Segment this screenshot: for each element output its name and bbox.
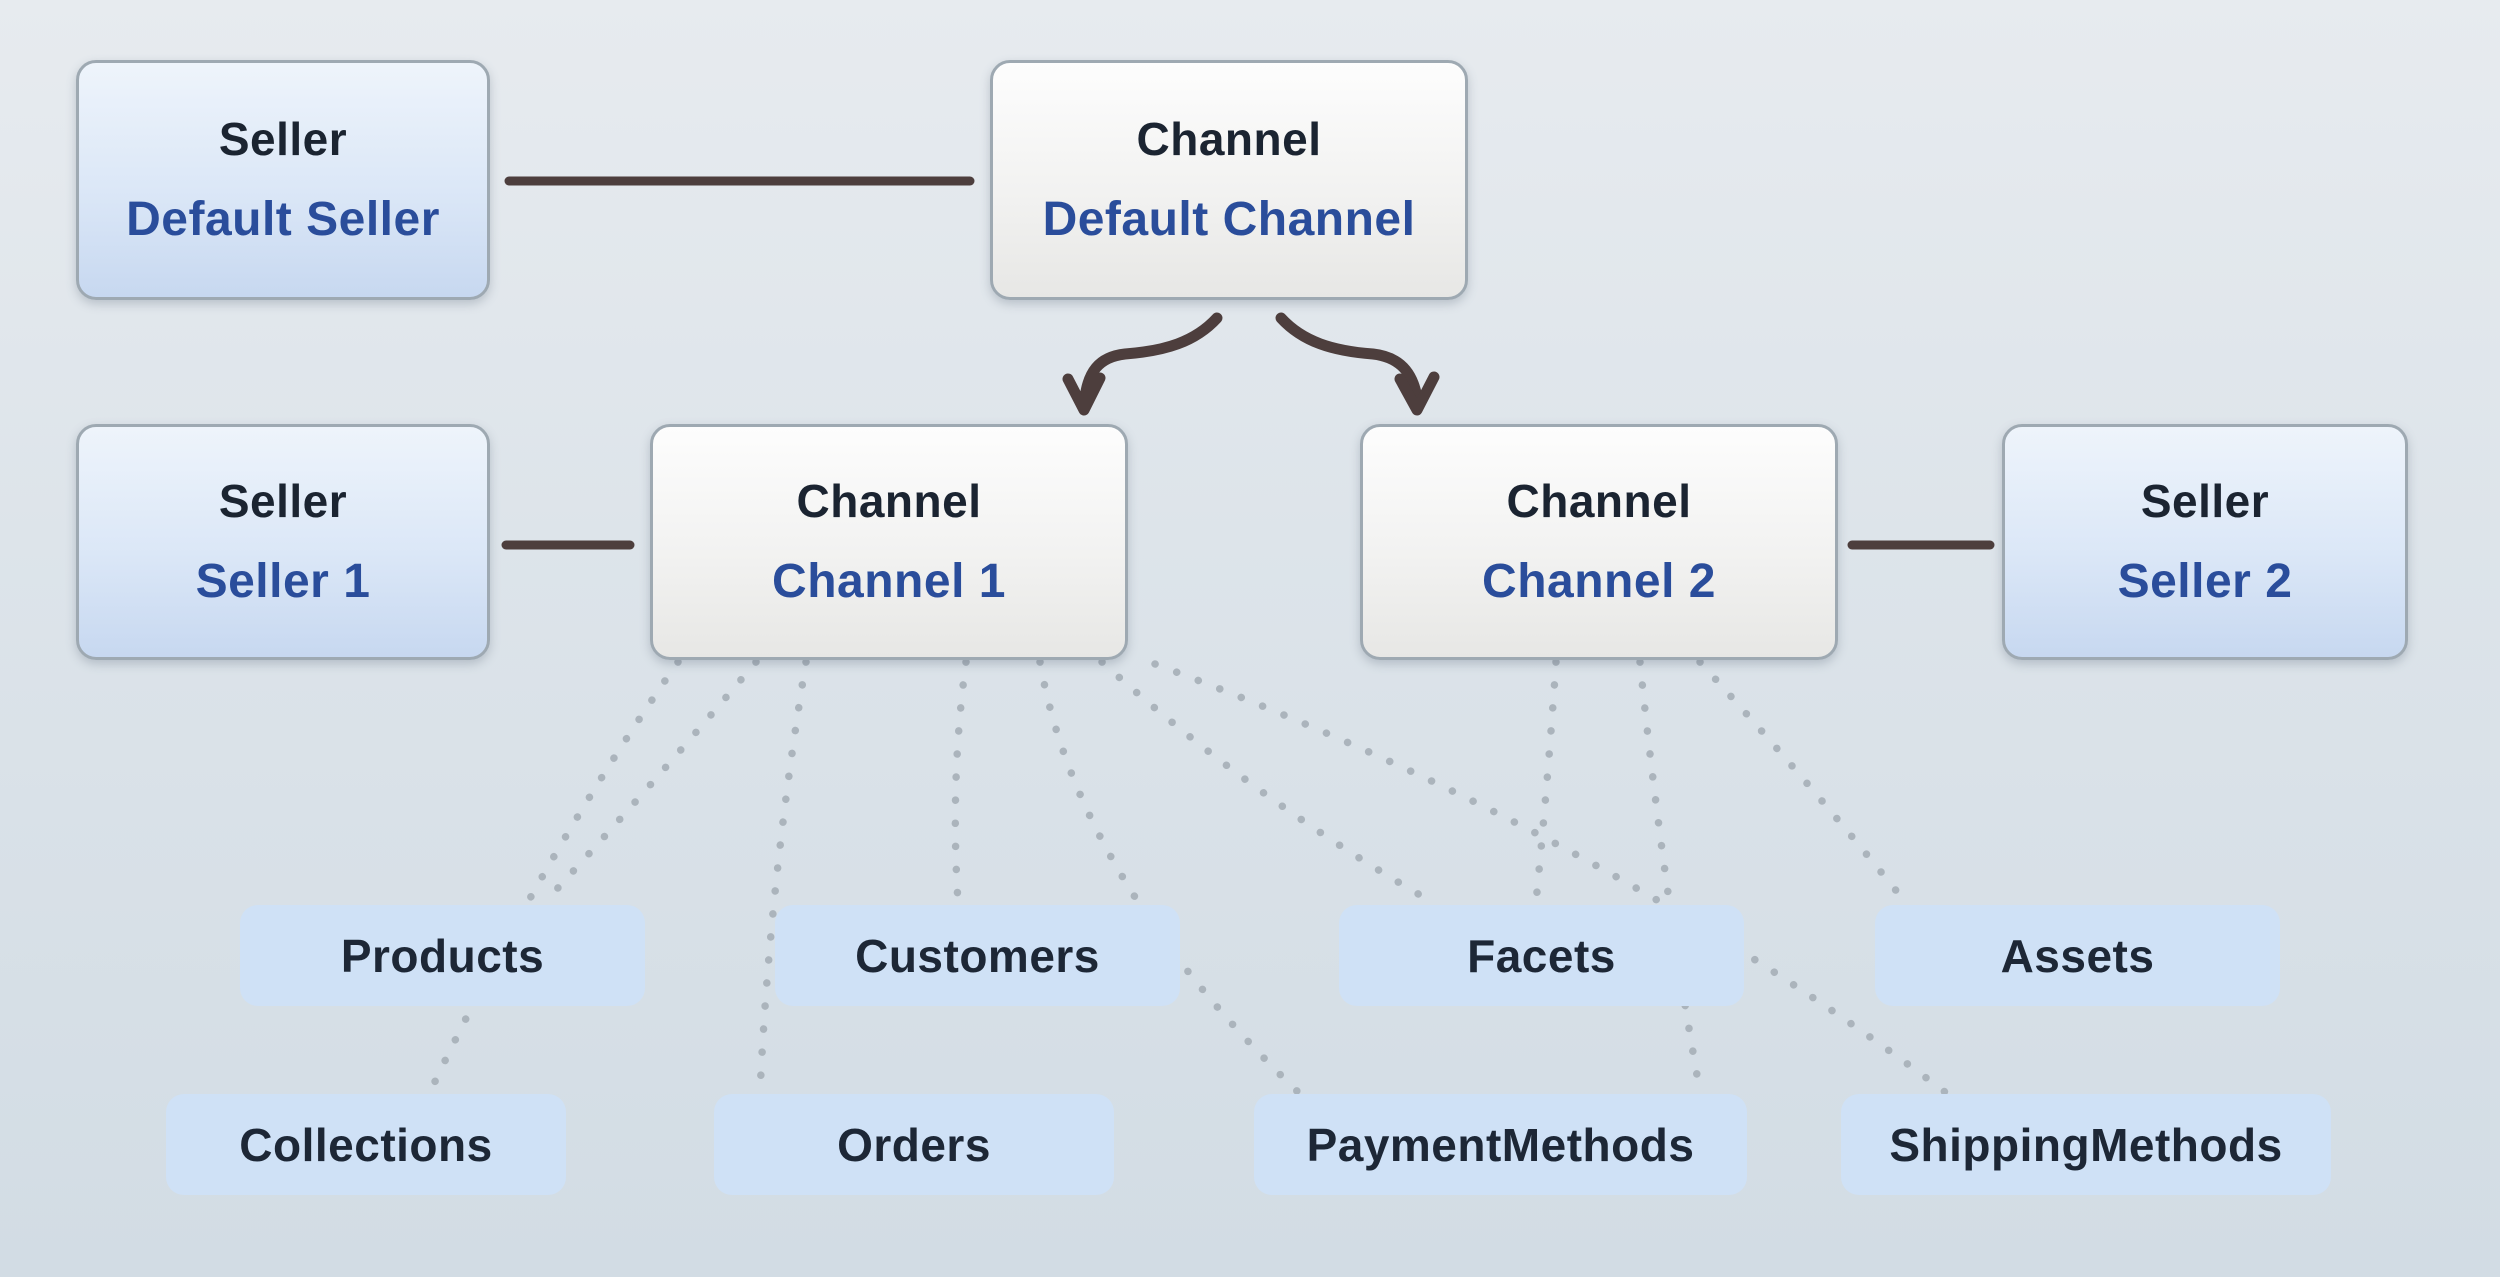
- node-name-label: Default Seller: [126, 193, 440, 246]
- node-name-label: Channel 2: [1482, 555, 1716, 608]
- dotted-link-channel2-facets: [1532, 658, 1560, 906]
- node-default-seller: Seller Default Seller: [76, 60, 490, 300]
- entity-products: Products: [240, 905, 645, 1006]
- node-channel-2: Channel Channel 2: [1360, 424, 1838, 660]
- arrow-default_channel-channel2: [1275, 312, 1423, 404]
- arrowhead-icon-default_channel-channel2: [1394, 371, 1440, 416]
- node-channel-1: Channel Channel 1: [650, 424, 1128, 660]
- node-name-label: Seller 2: [2117, 555, 2293, 608]
- node-seller-2: Seller Seller 2: [2002, 424, 2408, 660]
- dotted-link-channel2-assets: [1696, 658, 1910, 907]
- node-type-label: Channel: [1506, 475, 1692, 527]
- node-type-label: Channel: [796, 475, 982, 527]
- node-name-label: Default Channel: [1042, 193, 1416, 246]
- dotted-link-channel1-payment_methods: [1036, 658, 1302, 1096]
- entity-facets: Facets: [1339, 905, 1744, 1006]
- dotted-link-channel1-orders: [756, 658, 810, 1096]
- node-type-label: Seller: [2140, 475, 2270, 527]
- node-seller-1: Seller Seller 1: [76, 424, 490, 660]
- node-type-label: Seller: [218, 113, 348, 165]
- dotted-link-channel1-facets: [1098, 658, 1436, 906]
- arrowhead-icon-default_channel-channel1: [1062, 372, 1106, 416]
- dotted-link-channel2-payment_methods: [1636, 658, 1704, 1096]
- node-default-channel: Channel Default Channel: [990, 60, 1468, 300]
- entity-assets: Assets: [1875, 905, 2280, 1006]
- node-name-label: Seller 1: [195, 555, 371, 608]
- entity-customers: Customers: [775, 905, 1180, 1006]
- dotted-link-channel1-products: [541, 658, 760, 906]
- node-name-label: Channel 1: [772, 555, 1006, 608]
- dotted-link-channel1-shipping_methods: [1151, 660, 1949, 1096]
- dotted-link-channel1-customers: [951, 658, 970, 906]
- arrow-default_channel-channel1: [1079, 312, 1223, 404]
- node-type-label: Seller: [218, 475, 348, 527]
- entity-payment-methods: PaymentMethods: [1254, 1094, 1747, 1195]
- entity-orders: Orders: [714, 1094, 1114, 1195]
- node-type-label: Channel: [1136, 113, 1322, 165]
- dotted-link-channel1-collections: [426, 658, 682, 1096]
- entity-collections: Collections: [166, 1094, 566, 1195]
- entity-shipping-methods: ShippingMethods: [1841, 1094, 2331, 1195]
